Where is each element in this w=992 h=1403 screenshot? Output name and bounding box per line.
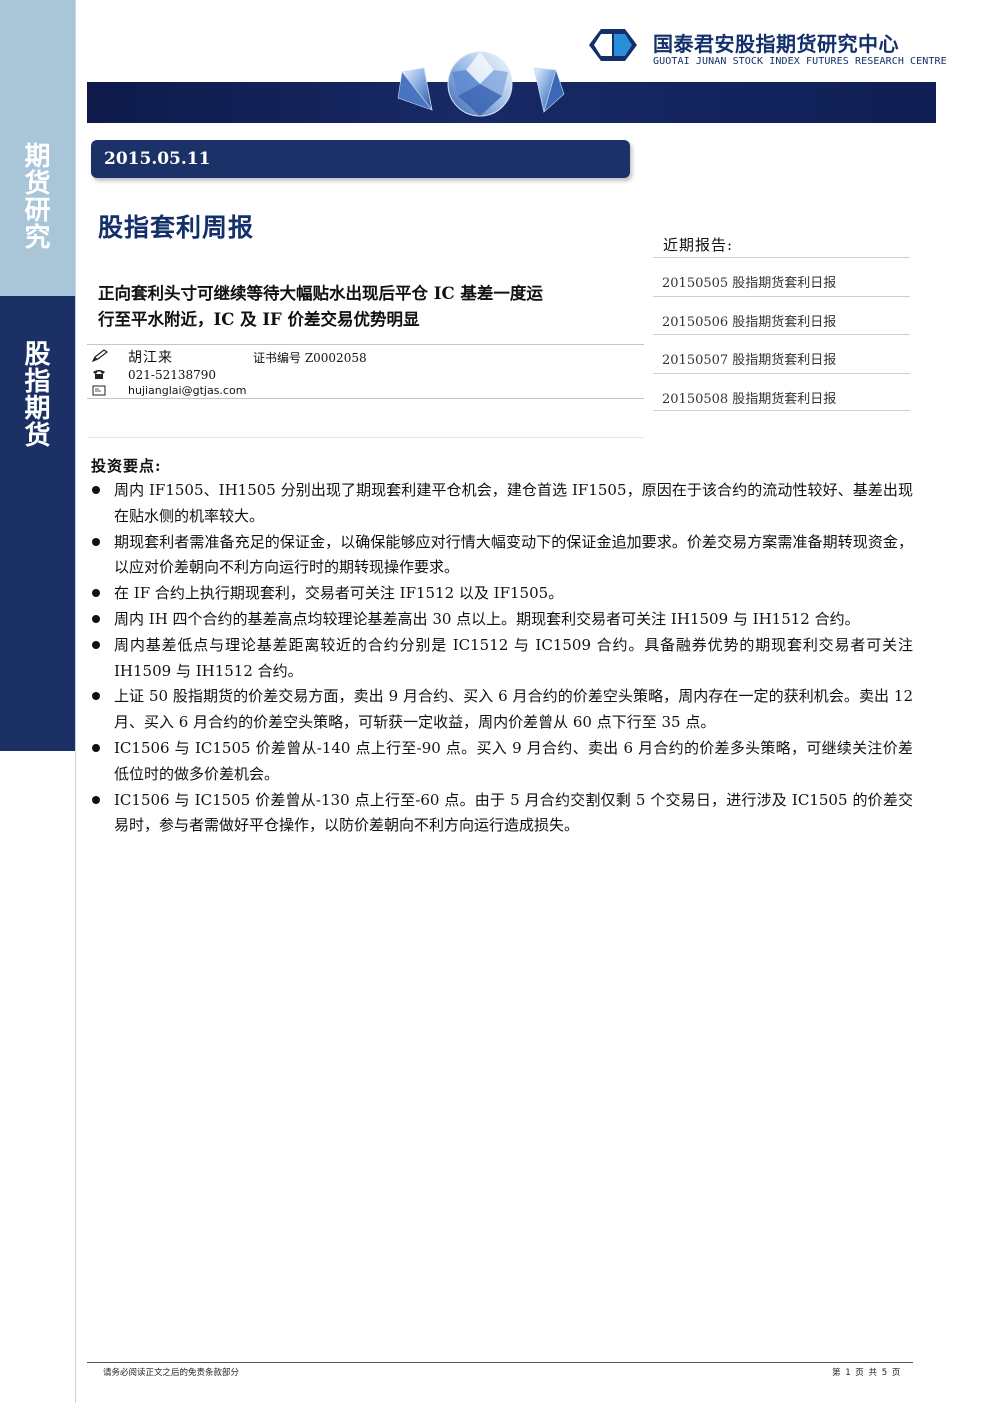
phone-icon xyxy=(93,370,105,379)
recent-reports-title: 近期报告: xyxy=(663,236,734,254)
org-name-cn: 国泰君安股指期货研究中心 xyxy=(653,32,899,56)
diamond-gems-icon xyxy=(397,51,565,117)
author-name: 胡江来 xyxy=(128,350,173,366)
author-phone: 021-52138790 xyxy=(128,368,217,382)
recent-report-link[interactable]: 20150506 股指期货套利日报 xyxy=(653,295,910,335)
author-bottom-rule xyxy=(87,398,644,399)
report-title: 股指套利周报 xyxy=(98,213,255,242)
key-point-item: IC1506 与 IC1505 价差曾从-140 点上行至-90 点。买入 9 … xyxy=(91,736,913,788)
report-headline: 正向套利头寸可继续等待大幅贴水出现后平仓 IC 基差一度运 行至平水附近，IC … xyxy=(98,281,643,333)
footer-rule xyxy=(87,1362,913,1363)
key-point-item: 上证 50 股指期货的价差交易方面，卖出 9 月合约、买入 6 月合约的价差空头… xyxy=(91,684,913,736)
recent-report-link[interactable]: 20150505 股指期货套利日报 xyxy=(653,257,910,296)
sidebar-label-research: 期 货 研 究 xyxy=(24,142,51,253)
key-point-item: IC1506 与 IC1505 价差曾从-130 点上行至-60 点。由于 5 … xyxy=(91,788,913,840)
mail-icon xyxy=(92,385,106,396)
pen-icon xyxy=(92,349,108,362)
sidebar-label-index-futures: 股 指 期 货 xyxy=(24,340,51,451)
key-points-list: 周内 IF1505、IH1505 分别出现了期现套利建平仓机会，建仓首选 IF1… xyxy=(91,478,913,839)
footer-disclaimer: 请务必阅读正文之后的免责条款部分 xyxy=(103,1368,240,1378)
author-cert: 证书编号 Z0002058 xyxy=(253,351,367,365)
key-point-item: 周内基差低点与理论基差距离较近的合约分别是 IC1512 与 IC1509 合约… xyxy=(91,633,913,685)
org-name-en: GUOTAI JUNAN STOCK INDEX FUTURES RESEARC… xyxy=(653,56,947,67)
report-date: 2015.05.11 xyxy=(104,149,211,169)
guotai-junan-logo-icon xyxy=(589,29,637,61)
footer-page-info: 第 1 页 共 5 页 xyxy=(832,1368,901,1378)
key-point-item: 在 IF 合约上执行期现套利，交易者可关注 IF1512 以及 IF1505。 xyxy=(91,581,913,607)
section-rule xyxy=(87,437,644,438)
sidebar-research-panel: 期 货 研 究 xyxy=(0,0,75,296)
sidebar-futures-panel: 股 指 期 货 xyxy=(0,296,75,751)
headline-line: 行至平水附近，IC 及 IF 价差交易优势明显 xyxy=(98,310,420,329)
recent-report-link[interactable]: 20150507 股指期货套利日报 xyxy=(653,334,910,373)
recent-report-link[interactable]: 20150508 股指期货套利日报 xyxy=(653,372,910,411)
recent-reports-list: 20150505 股指期货套利日报 20150506 股指期货套利日报 2015… xyxy=(653,257,910,411)
key-points-title: 投资要点: xyxy=(91,457,162,475)
key-point-item: 期现套利者需准备充足的保证金，以确保能够应对行情大幅变动下的保证金追加要求。价差… xyxy=(91,530,913,582)
report-date-bar: 2015.05.11 xyxy=(91,140,630,178)
author-email[interactable]: hujianglai@gtjas.com xyxy=(128,384,247,397)
key-point-item: 周内 IF1505、IH1505 分别出现了期现套利建平仓机会，建仓首选 IF1… xyxy=(91,478,913,530)
key-point-item: 周内 IH 四个合约的基差高点均较理论基差高出 30 点以上。期现套利交易者可关… xyxy=(91,607,913,633)
sidebar-divider xyxy=(75,0,76,1403)
author-top-rule xyxy=(87,344,644,345)
headline-line: 正向套利头寸可继续等待大幅贴水出现后平仓 IC 基差一度运 xyxy=(98,284,543,303)
